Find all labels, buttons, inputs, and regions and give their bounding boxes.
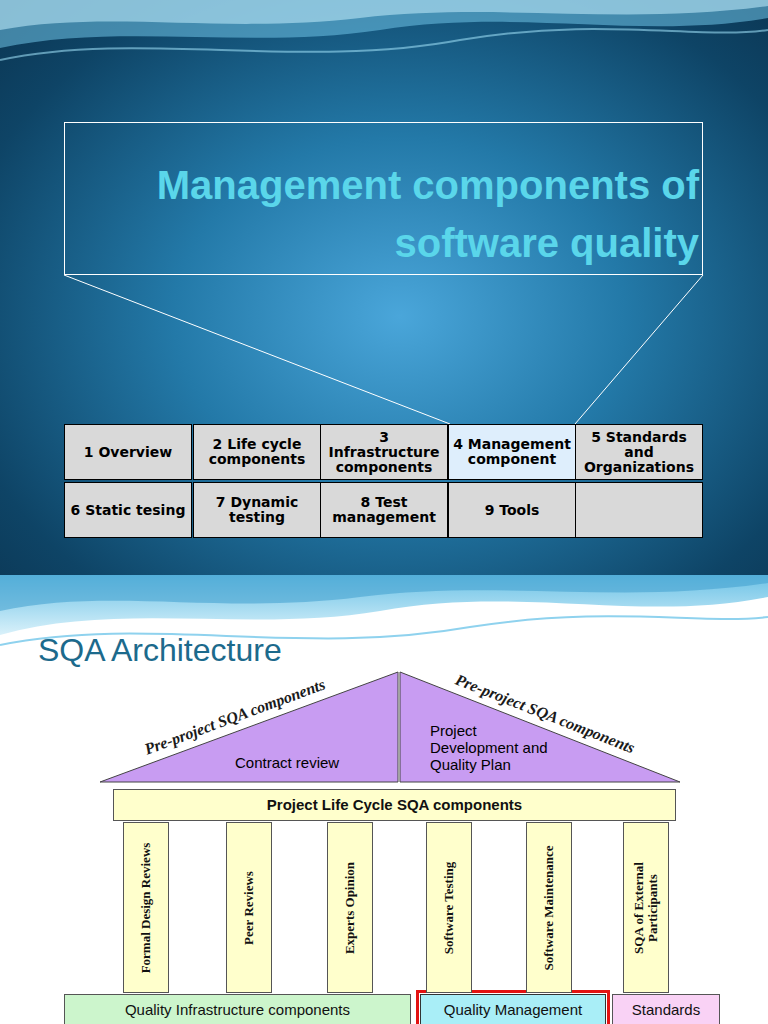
table-cell: 2 Life cycle components bbox=[193, 424, 321, 480]
wave bbox=[0, 0, 768, 48]
roof-triangle-node: Pre-project SQA componentsContract revie… bbox=[95, 662, 405, 787]
roof-text: Project Development and Quality Plan bbox=[430, 722, 562, 773]
wave bbox=[0, 0, 768, 30]
table-cell: 3 Infrastructure components bbox=[320, 424, 448, 480]
table-cell-text: 5 Standards and Organizations bbox=[579, 430, 699, 475]
pillar-box: Software Maintenance bbox=[526, 822, 572, 993]
table-cell bbox=[575, 482, 703, 538]
pillar-box: Software Testing bbox=[426, 822, 472, 993]
beam-text: Project Life Cycle SQA components bbox=[118, 796, 671, 814]
pillar-text: Software Maintenance bbox=[542, 828, 556, 988]
table-cell: 4 Management component bbox=[448, 424, 576, 480]
table-cell: 1 Overview bbox=[64, 424, 192, 480]
table-cell: 7 Dynamic testing bbox=[193, 482, 321, 538]
beam-box: Project Life Cycle SQA components bbox=[113, 789, 676, 821]
slide-title: Management components of software qualit… bbox=[84, 156, 699, 272]
roof-triangle bbox=[400, 672, 680, 782]
pillar-text: Experts Opinion bbox=[343, 828, 357, 988]
title-frame bbox=[65, 123, 703, 275]
table-cell: 5 Standards and Organizations bbox=[575, 424, 703, 480]
pillar-box: Formal Design Reviews bbox=[123, 822, 169, 993]
pillar-box: Peer Reviews bbox=[226, 822, 272, 993]
callout-line bbox=[575, 275, 703, 424]
pillar-text: Software Testing bbox=[442, 828, 456, 988]
wave bbox=[0, 575, 768, 635]
pillar-box: Experts Opinion bbox=[327, 822, 373, 993]
base-text: Quality Infrastructure components bbox=[65, 1001, 410, 1019]
table-cell-text: 4 Management component bbox=[452, 437, 572, 467]
table-cell-text: 8 Test management bbox=[324, 495, 444, 525]
base-text: Standards bbox=[613, 1001, 719, 1019]
roof-triangle bbox=[100, 672, 398, 782]
pillar-box: SQA of External Participants bbox=[623, 822, 669, 993]
wave bbox=[0, 575, 768, 611]
roof-text: Contract review bbox=[235, 754, 339, 771]
table-cell: 8 Test management bbox=[320, 482, 448, 538]
base-box: Quality Management bbox=[420, 994, 606, 1024]
table-cell-text: 7 Dynamic testing bbox=[197, 495, 317, 525]
base-box: Standards bbox=[612, 994, 720, 1024]
slide-heading: SQA Architecture bbox=[38, 632, 282, 669]
table-cell-text: 1 Overview bbox=[84, 445, 172, 460]
pillar-text: SQA of External Participants bbox=[632, 828, 660, 988]
table-cell: 9 Tools bbox=[448, 482, 576, 538]
callout-line bbox=[64, 275, 450, 424]
table-cell: 6 Static tesing bbox=[64, 482, 192, 538]
wave bbox=[0, 29, 768, 60]
base-box: Quality Infrastructure components bbox=[64, 994, 411, 1024]
table-cell-text: 9 Tools bbox=[485, 503, 540, 518]
table-cell-text: 3 Infrastructure components bbox=[324, 430, 444, 475]
pillar-text: Peer Reviews bbox=[242, 828, 256, 988]
title-box: Management components of software qualit… bbox=[64, 122, 703, 275]
base-text: Quality Management bbox=[421, 1001, 605, 1019]
roof-triangle-node: Pre-project SQA componentsProject Develo… bbox=[398, 662, 688, 787]
table-cell-text: 6 Static tesing bbox=[71, 503, 186, 518]
pillar-text: Formal Design Reviews bbox=[139, 828, 153, 988]
table-cell-text: 2 Life cycle components bbox=[197, 437, 317, 467]
